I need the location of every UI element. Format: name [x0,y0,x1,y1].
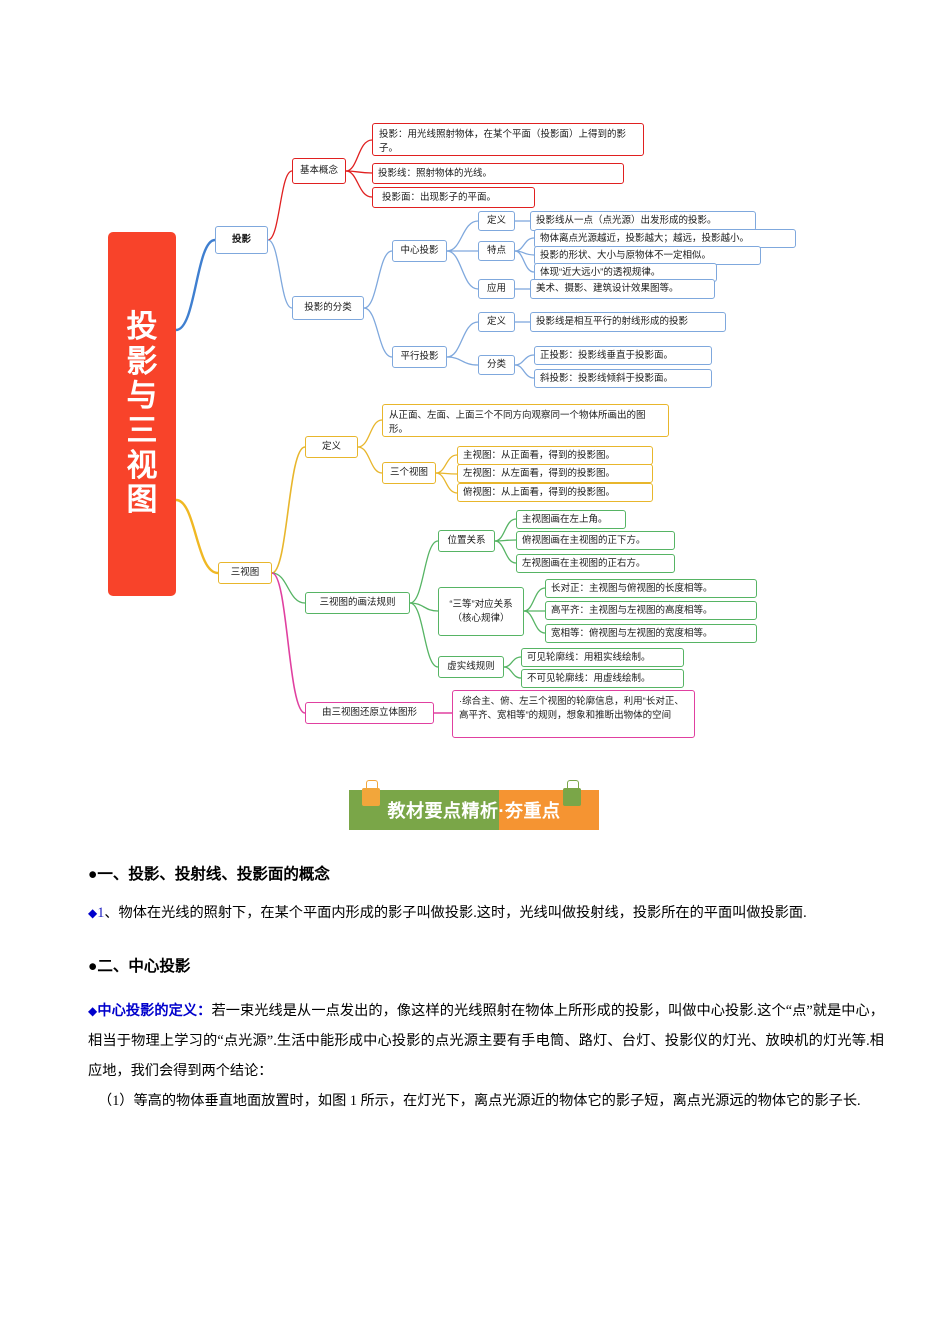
node-central-definition-label[interactable]: 定义 [478,211,515,231]
node-parallel-definition-label[interactable]: 定义 [478,312,515,332]
node-line-style-item-1[interactable]: 可见轮廓线：用粗实线绘制。 [521,648,684,667]
root-char-1: 投 [126,308,158,344]
node-central-feature-label[interactable]: 特点 [478,241,515,261]
node-basic-concept[interactable]: 基本概念 [292,158,346,184]
node-drawing-rules[interactable]: 三视图的画法规则 [305,592,410,614]
node-position-item-3[interactable]: 左视图画在主视图的正右方。 [516,554,675,573]
node-three-views-definition-text[interactable]: 从正面、左面、上面三个不同方向观察同一个物体所画出的图形。 [382,404,669,437]
node-view-top[interactable]: 俯视图：从上面看，得到的投影图。 [457,483,653,502]
mindmap: 投 影 与 三 视 图 投影 基本概念 投影：用光线照射物体，在某个平面（投影面… [108,123,796,738]
section-2-keyword: 中心投影的定义： [97,1003,212,1020]
section-2-paragraph: ◆中心投影的定义：若一束光线是从一点发出的，像这样的光线照射在物体上所形成的投影… [0,996,950,1086]
node-position-item-2[interactable]: 俯视图画在主视图的正下方。 [516,531,675,550]
root-char-4: 三 [126,413,158,448]
banner-right-block [499,790,599,830]
section-heading-1: ●一、投影、投射线、投影面的概念 [88,866,330,883]
section-2-conclusion-1: （1）等高的物体垂直地面放置时，如图 1 所示，在灯光下，离点光源近的物体它的影… [98,1093,861,1110]
node-projection[interactable]: 投影 [215,226,268,254]
node-projection-classification[interactable]: 投影的分类 [292,296,364,320]
diamond-bullet-icon: ◆ [88,906,98,920]
banner-text: 教材要点精析·夯重点 [349,790,599,830]
section-2-text: 若一束光线是从一点发出的，像这样的光线照射在物体上所形成的投影，叫做中心投影.这… [88,1003,884,1080]
node-view-side[interactable]: 左视图：从左面看，得到的投影图。 [457,464,653,483]
diamond-bullet-icon-2: ◆ [88,1004,98,1019]
node-view-front[interactable]: 主视图：从正面看，得到的投影图。 [457,446,653,465]
binder-clip-icon-left [362,780,380,806]
node-line-style-rules-label[interactable]: 虚实线规则 [438,656,504,678]
node-three-views-list-label[interactable]: 三个视图 [382,462,436,484]
node-line-style-item-2[interactable]: 不可见轮廓线：用虚线绘制。 [521,669,684,688]
node-parallel-definition-text[interactable]: 投影线是相互平行的射线形成的投影 [530,312,726,332]
node-parallel-class-2[interactable]: 斜投影：投影线倾斜于投影面。 [534,369,712,388]
node-central-projection[interactable]: 中心投影 [392,240,447,262]
node-parallel-classification-label[interactable]: 分类 [478,355,515,375]
binder-clip-icon-right [563,780,581,806]
node-three-equal-item-3[interactable]: 宽相等：俯视图与左视图的宽度相等。 [545,624,757,643]
node-concept-item-1[interactable]: 投影：用光线照射物体，在某个平面（投影面）上得到的影子。 [372,123,644,156]
node-central-definition-text[interactable]: 投影线从一点（点光源）出发形成的投影。 [530,211,756,231]
root-char-6: 图 [126,482,158,518]
section-banner: 教材要点精析·夯重点 [349,780,599,830]
node-parallel-projection[interactable]: 平行投影 [392,346,447,368]
node-restore-solid-text[interactable]: ·综合主、俯、左三个视图的轮廓信息，利用“长对正、高平齐、宽相等”的规则，想象和… [452,690,695,738]
root-char-2: 影 [126,343,158,379]
banner-left-text: 教材要点精析 [387,801,499,821]
node-three-views[interactable]: 三视图 [218,562,272,584]
node-three-equal-label[interactable]: “三等”对应关系（核心规律） [438,587,524,636]
node-position-relation-label[interactable]: 位置关系 [438,530,495,552]
mindmap-root-title: 投 影 与 三 视 图 [108,232,176,596]
section-1-text: 、物体在光线的照射下，在某个平面内形成的影子叫做投影.这时，光线叫做投射线，投影… [104,905,807,921]
node-central-application-text[interactable]: 美术、摄影、建筑设计效果图等。 [530,279,715,299]
root-char-3: 与 [126,378,158,414]
node-three-views-definition-label[interactable]: 定义 [305,436,358,458]
node-three-equal-item-1[interactable]: 长对正：主视图与俯视图的长度相等。 [545,579,757,598]
banner-right-text: ·夯重点 [498,801,561,821]
node-concept-item-2[interactable]: 投影线：照射物体的光线。 [372,163,624,184]
node-concept-item-3[interactable]: 投影面：出现影子的平面。 [372,187,535,208]
node-position-item-1[interactable]: 主视图画在左上角。 [516,510,626,529]
section-1-item-number: 1 [97,905,105,921]
node-central-application-label[interactable]: 应用 [478,279,515,299]
section-heading-2: ●二、中心投影 [88,958,191,976]
section-1-paragraph: ◆1、物体在光线的照射下，在某个平面内形成的影子叫做投影.这时，光线叫做投射线，… [0,898,950,928]
root-char-5: 视 [126,447,158,483]
node-parallel-class-1[interactable]: 正投影：投影线垂直于投影面。 [534,346,712,365]
document-body: ●一、投影、投射线、投影面的概念 ◆1、物体在光线的照射下，在某个平面内形成的影… [0,862,950,1117]
node-restore-solid[interactable]: 由三视图还原立体图形 [305,702,434,724]
node-three-equal-item-2[interactable]: 高平齐：主视图与左视图的高度相等。 [545,601,757,620]
